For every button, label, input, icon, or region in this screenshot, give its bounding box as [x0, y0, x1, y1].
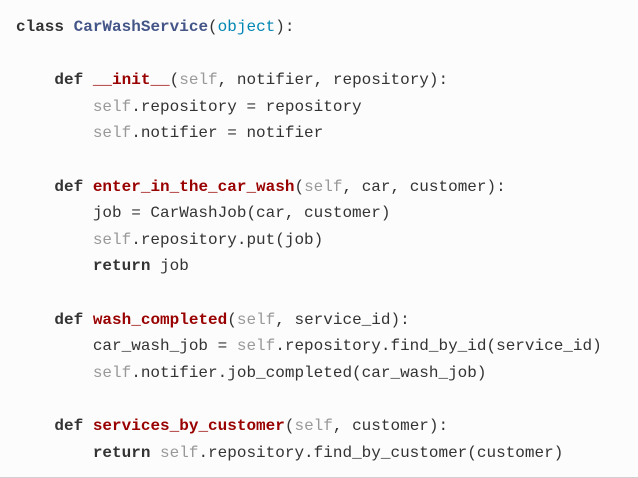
code-line: ​	[16, 147, 602, 174]
self-token: self	[179, 71, 218, 90]
code-text: , customer):	[332, 416, 449, 435]
code-line: ​	[16, 41, 602, 68]
code-text	[83, 311, 93, 329]
self-token: self	[304, 177, 343, 196]
code-line: car_wash_job = self.repository.find_by_i…	[16, 333, 602, 360]
function-name-token: services_by_customer	[92, 416, 285, 435]
code-line: def __init__(self, notifier, repository)…	[16, 67, 602, 94]
keyword-token: return	[92, 257, 151, 276]
keyword-token: class	[16, 18, 65, 36]
code-line: self.notifier = notifier	[16, 120, 602, 147]
code-text: (	[169, 71, 180, 90]
self-token: self	[160, 443, 199, 462]
code-text: .notifier = notifier	[131, 124, 324, 143]
code-text: job	[150, 257, 189, 276]
self-token: self	[236, 310, 276, 329]
self-token: self	[294, 416, 333, 435]
code-text: (	[294, 177, 305, 196]
code-text: .notifier.job_completed(car_wash_job)	[131, 363, 487, 382]
code-text	[83, 71, 93, 89]
code-line: class CarWashService(object):	[16, 14, 602, 41]
code-text: , car, customer):	[342, 177, 506, 196]
code-text	[64, 18, 74, 36]
keyword-token: def	[54, 177, 84, 196]
function-name-token: __init__	[92, 71, 170, 90]
code-listing: class CarWashService(object):​ def __ini…	[16, 14, 602, 466]
code-line: self.repository = repository	[16, 94, 602, 121]
code-text	[16, 178, 54, 196]
code-text: (	[208, 18, 218, 36]
code-line: return job	[16, 253, 602, 280]
code-text: .repository.find_by_customer(customer)	[198, 443, 564, 462]
builtin-token: object	[217, 18, 276, 36]
keyword-token: def	[54, 416, 84, 435]
self-token: self	[236, 337, 276, 356]
self-token: self	[92, 363, 132, 382]
code-text: , service_id):	[275, 310, 410, 329]
code-text	[16, 71, 54, 89]
self-token: self	[92, 230, 132, 249]
code-text: job = CarWashJob(car, customer)	[16, 204, 391, 223]
keyword-token: def	[54, 310, 84, 329]
code-text: (	[227, 310, 237, 329]
code-text	[83, 417, 93, 435]
code-line: def services_by_customer(self, customer)…	[16, 413, 602, 440]
code-text	[16, 124, 93, 142]
code-text	[16, 364, 93, 382]
code-line: self.repository.put(job)	[16, 227, 602, 254]
code-text	[16, 231, 93, 249]
code-line: ​	[16, 386, 602, 413]
code-line: return self.repository.find_by_customer(…	[16, 440, 602, 467]
keyword-token: return	[92, 443, 151, 462]
code-text	[150, 444, 160, 462]
class-name-token: CarWashService	[73, 18, 209, 36]
self-token: self	[92, 124, 132, 143]
code-text	[16, 417, 54, 435]
code-line: job = CarWashJob(car, customer)	[16, 200, 602, 227]
code-text	[83, 178, 93, 196]
code-line: self.notifier.job_completed(car_wash_job…	[16, 360, 602, 387]
code-line: ​	[16, 280, 602, 307]
code-text: , notifier, repository):	[217, 71, 449, 90]
code-line: def wash_completed(self, service_id):	[16, 307, 602, 334]
code-text: car_wash_job =	[16, 337, 237, 356]
keyword-token: def	[54, 71, 84, 90]
function-name-token: enter_in_the_car_wash	[92, 177, 295, 196]
code-text	[16, 444, 93, 462]
function-name-token: wash_completed	[92, 310, 228, 329]
code-text: ):	[275, 18, 295, 36]
code-text	[16, 257, 93, 275]
code-text: .repository = repository	[131, 97, 362, 116]
code-text: .repository.put(job)	[131, 230, 324, 249]
self-token: self	[92, 97, 132, 116]
code-line: def enter_in_the_car_wash(self, car, cus…	[16, 174, 602, 201]
code-text	[16, 311, 54, 329]
code-text: (	[284, 416, 295, 435]
code-text	[16, 98, 93, 116]
code-text: .repository.find_by_id(service_id)	[275, 337, 602, 356]
